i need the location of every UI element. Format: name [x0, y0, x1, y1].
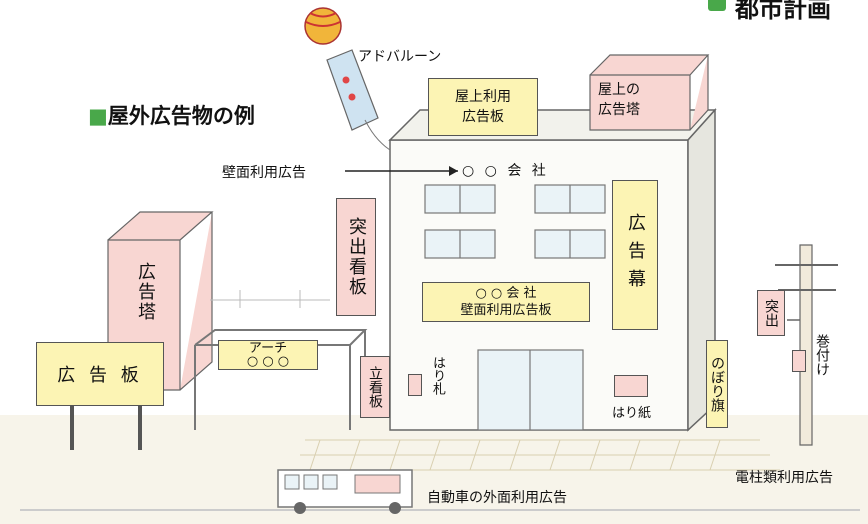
ad-tower-label: 広告塔	[135, 262, 156, 322]
diagram-title: ■屋外広告物の例	[88, 100, 255, 130]
rooftop-tower-label: 屋上の 広告塔	[598, 82, 640, 118]
map-pin-icon	[708, 0, 726, 11]
title-bullet: ■	[88, 104, 108, 128]
rooftop-sign: 屋上利用 広告板	[428, 78, 538, 136]
pole-wrap-label: 巻付け	[814, 334, 830, 376]
banner-sign: 広告幕	[612, 180, 658, 330]
title-text: 屋外広告物の例	[107, 104, 255, 128]
pole-wrap-sign	[792, 350, 806, 372]
balloon-banner	[326, 49, 379, 131]
pole-protruding-sign: 突出	[757, 290, 785, 336]
arch-frame	[194, 329, 368, 430]
billboard-sign: 広 告 板	[36, 342, 164, 406]
standing-sign: 立看板	[360, 356, 390, 418]
billboard-legs	[70, 405, 142, 450]
header-title-fragment: 都市計画	[735, 0, 831, 23]
pole-ads-label: 電柱類利用広告	[735, 470, 833, 486]
rooftop-tower-3d	[589, 54, 710, 131]
nobori-flag: のぼり旗	[706, 340, 728, 428]
arch-wall	[210, 290, 330, 308]
balloon-rope	[364, 119, 391, 151]
hari-fuda-sign	[408, 374, 422, 396]
company-top-label: ○ ○ 会 社	[462, 163, 549, 179]
hari-gami-sign	[614, 375, 648, 397]
vehicle-ads-label: 自動車の外面利用広告	[427, 490, 567, 506]
hari-gami-label: はり紙	[612, 406, 652, 421]
utility-pole	[799, 244, 813, 446]
projecting-sign: 突出看板	[336, 198, 376, 316]
wall-callout-label: 壁面利用広告	[222, 165, 306, 181]
hari-fuda-label: はり札	[430, 356, 445, 395]
balloon-label: アドバルーン	[358, 49, 442, 65]
wall-sign: ○ ○ 会 社 壁面利用広告板	[422, 282, 590, 322]
arch-sign: アーチ ○ ○ ○	[218, 340, 318, 370]
